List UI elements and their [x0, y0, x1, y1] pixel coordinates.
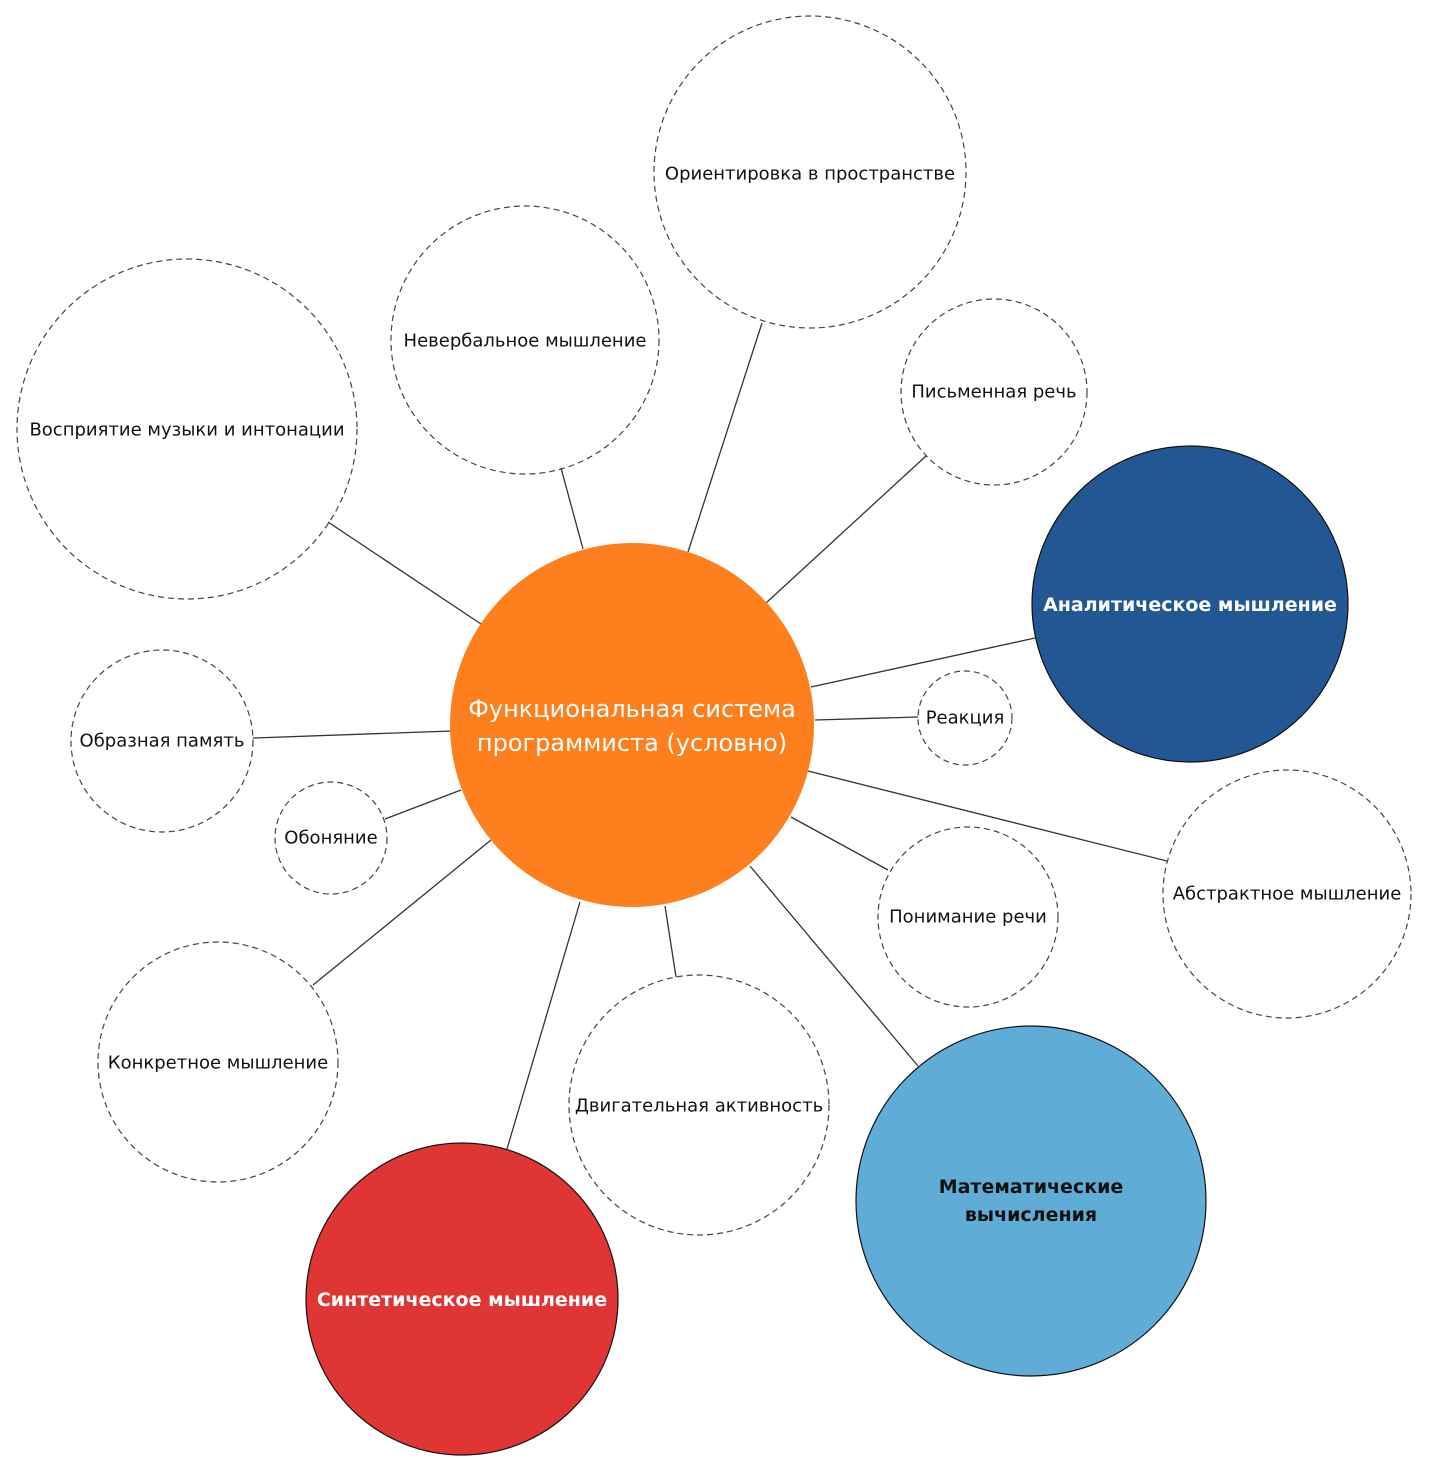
center-circle [450, 543, 814, 907]
node-label-concrete: Конкретное мышление [107, 1052, 329, 1074]
connector-nonverbal [560, 467, 584, 550]
node-circle-concrete [97, 941, 339, 1183]
node-label-motor: Двигательная активность [574, 1095, 824, 1117]
node-label-orientation: Ориентировка в пространстве [664, 163, 956, 185]
node-label-math: Математические вычисления [938, 1176, 1124, 1226]
node-label-analytic: Аналитическое мышление [1043, 594, 1337, 616]
node-circle-reaction [917, 670, 1013, 766]
node-label-synthetic: Синтетическое мышление [316, 1289, 608, 1311]
node-label-speech: Понимание речи [889, 906, 1047, 928]
connector-speech [790, 816, 889, 871]
connector-reaction [814, 716, 919, 721]
node-circle-nonverbal [390, 205, 660, 475]
node-circle-smell [274, 781, 388, 895]
node-circle-writing [900, 298, 1088, 486]
node-circle-imagememory [70, 649, 254, 833]
node-circle-music [16, 258, 358, 600]
node-label-reaction: Реакция [925, 707, 1005, 729]
node-label-nonverbal: Невербальное мышление [403, 330, 647, 352]
node-circle-orientation [653, 15, 967, 329]
connector-synthetic [506, 901, 581, 1150]
node-circle-abstract [1162, 769, 1412, 1019]
connector-orientation [687, 322, 763, 553]
node-circle-synthetic [305, 1142, 619, 1456]
node-circle-motor [568, 974, 830, 1236]
connector-smell [384, 789, 462, 820]
node-label-smell: Обоняние [284, 827, 378, 849]
node-circle-math [855, 1025, 1207, 1377]
connector-abstract [807, 770, 1168, 862]
connector-motor [664, 905, 677, 978]
connector-music [327, 521, 482, 625]
connector-imagememory [252, 730, 453, 739]
node-label-writing: Письменная речь [911, 381, 1077, 403]
node-label-music: Восприятие музыки и интонации [29, 419, 345, 441]
connector-writing [765, 455, 927, 604]
node-circle-speech [877, 826, 1059, 1008]
node-label-abstract: Абстрактное мышление [1172, 883, 1402, 905]
node-circle-analytic [1031, 445, 1349, 763]
center-label: Функциональная система программиста (усл… [468, 695, 796, 757]
node-label-imagememory: Образная память [79, 730, 245, 752]
connector-concrete [312, 839, 492, 986]
connector-analytic [810, 637, 1036, 688]
connector-math [749, 865, 919, 1067]
